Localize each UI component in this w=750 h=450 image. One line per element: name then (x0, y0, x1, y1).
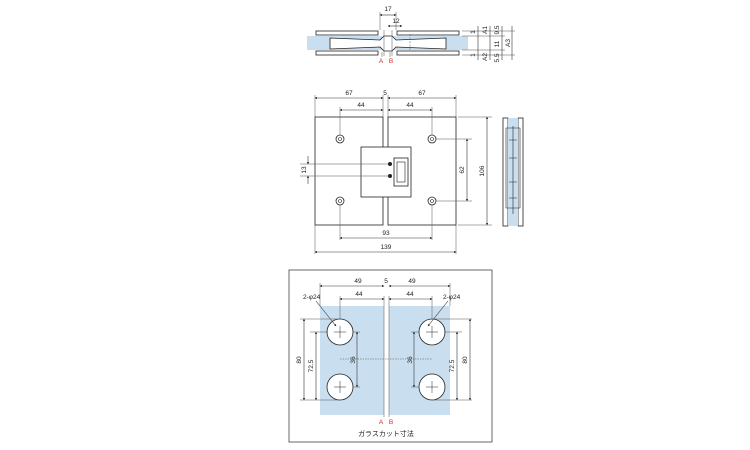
dim-139: 139 (381, 244, 392, 251)
dim-1-bottom: 1 (470, 53, 477, 57)
front-view: 67 5 67 44 44 13 62 106 93 139 (300, 90, 492, 254)
cut-dim-72-5-left: 72.5 (308, 359, 315, 372)
dim-62: 62 (459, 166, 466, 174)
dim-12: 12 (392, 18, 400, 25)
cut-dim-49-right: 49 (408, 278, 416, 285)
dim-9-5: 9.5 (494, 25, 501, 34)
dim-67-right: 67 (418, 90, 426, 97)
dim-11: 11 (494, 40, 501, 47)
cut-dim-5: 5 (384, 278, 388, 285)
cut-dim-36-left: 36 (350, 356, 357, 364)
hole-label-left: 2-φ24 (303, 294, 321, 301)
top-view: 17 12 1 A1 9.5 11 A3 1 A2 5.5 A B (307, 6, 515, 65)
cut-dim-44-left: 44 (355, 291, 363, 298)
dim-a1: A1 (482, 26, 489, 34)
dim-93: 93 (382, 230, 390, 237)
dim-5-5: 5.5 (494, 53, 501, 62)
hole-label-right: 2-φ24 (443, 294, 461, 301)
dim-44-left: 44 (357, 102, 365, 109)
hinge-cover (393, 157, 409, 187)
cut-dim-49-left: 49 (354, 278, 362, 285)
dim-44-right: 44 (406, 102, 414, 109)
cut-dim-80-left: 80 (296, 356, 303, 364)
dim-1-top: 1 (470, 30, 477, 34)
point-a-top: A (379, 58, 384, 65)
glass-cut-view: 49 5 49 44 44 2-φ24 2-φ24 80 72.5 72.5 8… (288, 269, 493, 443)
plate-top-left (315, 30, 379, 36)
side-plate-left (502, 117, 509, 227)
point-b-top: B (389, 58, 393, 65)
point-b-cut: B (389, 419, 393, 426)
dim-5: 5 (383, 90, 387, 97)
dim-106: 106 (479, 165, 486, 176)
cut-dim-44-right: 44 (406, 291, 414, 298)
cut-dim-72-5-right: 72.5 (449, 359, 456, 372)
dim-a3: A3 (505, 39, 512, 47)
plate-bottom-right (396, 50, 460, 56)
dim-17: 17 (384, 6, 392, 13)
glass-cut-caption: ガラスカット寸法 (358, 429, 414, 438)
cut-dim-36-right: 36 (407, 356, 414, 364)
plate-bottom-left (315, 50, 379, 56)
dim-13: 13 (301, 166, 308, 174)
dim-67-left: 67 (345, 90, 353, 97)
side-plate-right (517, 117, 524, 227)
side-view (502, 117, 524, 227)
dim-a2: A2 (482, 53, 489, 61)
cut-holes (326, 318, 446, 401)
plate-top-right (396, 30, 460, 36)
cut-dim-80-right: 80 (462, 356, 469, 364)
point-a-cut: A (379, 419, 384, 426)
